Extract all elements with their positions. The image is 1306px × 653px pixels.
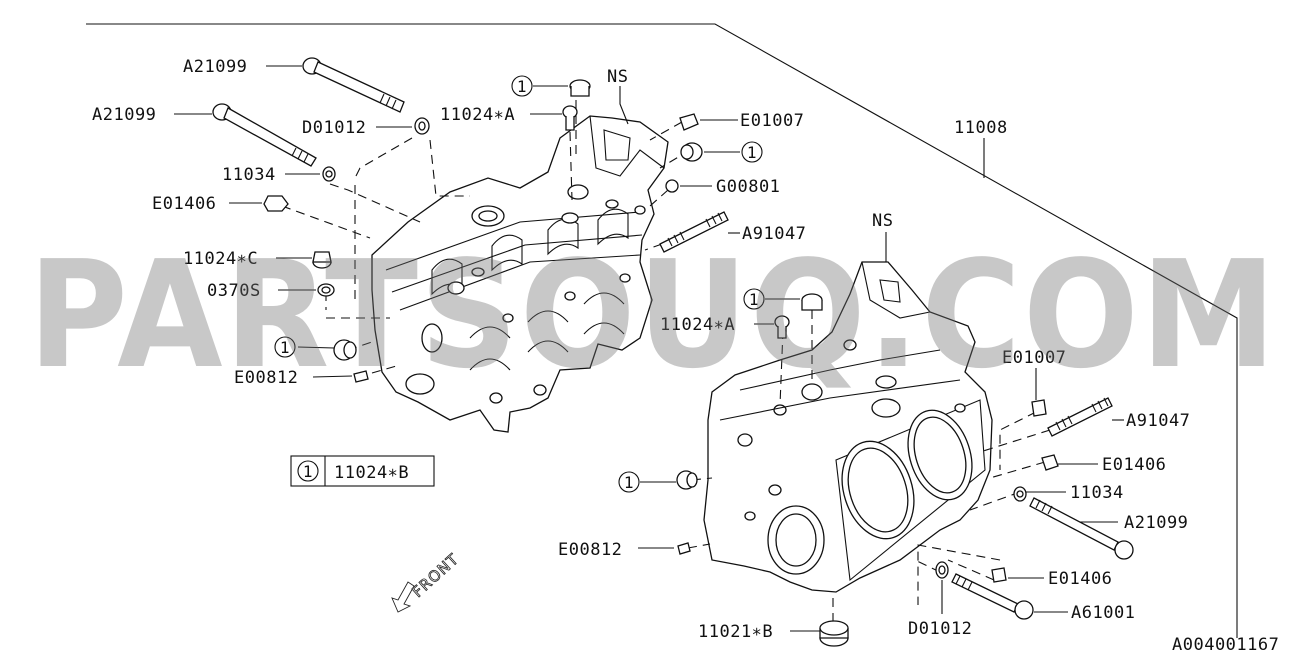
- plug-1-bottom: [676, 470, 698, 490]
- label-a21099-right[interactable]: A21099: [1124, 513, 1188, 533]
- label-11024a-top[interactable]: 11024∗A: [440, 105, 515, 125]
- svg-text:1: 1: [517, 77, 527, 96]
- label-e01406-left[interactable]: E01406: [152, 194, 216, 214]
- dowel-e01406-right1: [1041, 454, 1059, 471]
- label-11034-left[interactable]: 11034: [222, 165, 276, 185]
- circle-1-e01007: 1: [741, 141, 763, 163]
- circle-1-right: 1: [743, 288, 765, 310]
- label-a61001[interactable]: A61001: [1071, 603, 1135, 623]
- stud-a91047-right: [1047, 397, 1113, 437]
- plug-11024c: [312, 251, 332, 269]
- circle-markers: 1 1 1 1 1: [274, 75, 765, 493]
- label-a91047-right[interactable]: A91047: [1126, 411, 1190, 431]
- label-11034-right[interactable]: 11034: [1070, 483, 1124, 503]
- part-labels: A21099 A21099 D01012 11034 E01406 11024∗…: [92, 57, 1279, 653]
- plug-11024a-top: [562, 105, 578, 131]
- assembly-dashed-lines: [281, 100, 1051, 622]
- watermark: PARTSOUQ.COM: [28, 229, 1278, 401]
- circle-1-left: 1: [274, 336, 296, 358]
- label-a91047-top[interactable]: A91047: [742, 224, 806, 244]
- label-e01007-top[interactable]: E01007: [740, 111, 804, 131]
- svg-text:1: 1: [747, 143, 757, 162]
- label-e00812-left[interactable]: E00812: [234, 368, 298, 388]
- plug-1-left: [333, 339, 357, 361]
- pin-e00812-right: [677, 542, 691, 555]
- dowel-e01406-left: [263, 195, 289, 212]
- plug-1-top: [569, 79, 591, 97]
- circle-1-bottom: 1: [618, 471, 640, 493]
- front-label: FRONT: [409, 550, 463, 601]
- dowel-e01406-right2: [991, 567, 1007, 583]
- ball-g00801: [665, 179, 679, 193]
- left-cylinder-head: [371, 115, 669, 433]
- label-a21099-top[interactable]: A21099: [183, 57, 247, 77]
- bolt-a21099-top: [302, 57, 405, 113]
- svg-text:1: 1: [624, 473, 634, 492]
- front-arrow: FRONT: [391, 550, 463, 613]
- plug-11021b: [819, 620, 849, 647]
- label-e00812-right[interactable]: E00812: [558, 540, 622, 560]
- circle-1-top: 1: [511, 75, 533, 97]
- svg-text:1: 1: [749, 290, 759, 309]
- label-e01007-right[interactable]: E01007: [1002, 348, 1066, 368]
- label-d01012-bottom[interactable]: D01012: [908, 619, 972, 639]
- label-ref-code: A004001167: [1172, 635, 1279, 653]
- label-11024a-right[interactable]: 11024∗A: [660, 315, 735, 335]
- label-e01406-right1[interactable]: E01406: [1102, 455, 1166, 475]
- legend-circle-number: 1: [303, 462, 313, 481]
- right-cylinder-head: [703, 261, 993, 593]
- label-e01406-right2[interactable]: E01406: [1048, 569, 1112, 589]
- label-ns-right: NS: [872, 211, 893, 231]
- legend-part-code[interactable]: 11024∗B: [334, 463, 409, 483]
- label-a21099-left[interactable]: A21099: [92, 105, 156, 125]
- label-g00801[interactable]: G00801: [716, 177, 780, 197]
- stud-a91047-top: [659, 211, 729, 253]
- label-0370s[interactable]: 0370S: [207, 281, 261, 301]
- pin-e00812-left: [353, 370, 369, 383]
- plug-11024a-right: [774, 315, 790, 339]
- label-ns-top: NS: [607, 67, 628, 87]
- dowel-e01007-right: [1031, 399, 1047, 417]
- plug-1-e01007: [680, 142, 703, 162]
- label-11024c[interactable]: 11024∗C: [183, 249, 258, 269]
- leader-lines: [174, 65, 1124, 632]
- label-11008[interactable]: 11008: [954, 118, 1008, 138]
- legend-box: 1 11024∗B: [290, 455, 435, 487]
- label-11021b[interactable]: 11021∗B: [698, 622, 773, 642]
- svg-text:1: 1: [280, 338, 290, 357]
- bolt-a21099-right: [1029, 497, 1134, 560]
- plug-1-right: [801, 293, 823, 311]
- small-parts: [212, 57, 1134, 647]
- assembly-bracket-lines: [86, 23, 1238, 638]
- bolt-a21099-left: [212, 103, 317, 167]
- dowel-e01007-top: [679, 113, 699, 131]
- label-d01012-top[interactable]: D01012: [302, 118, 366, 138]
- bolt-a61001: [951, 573, 1034, 620]
